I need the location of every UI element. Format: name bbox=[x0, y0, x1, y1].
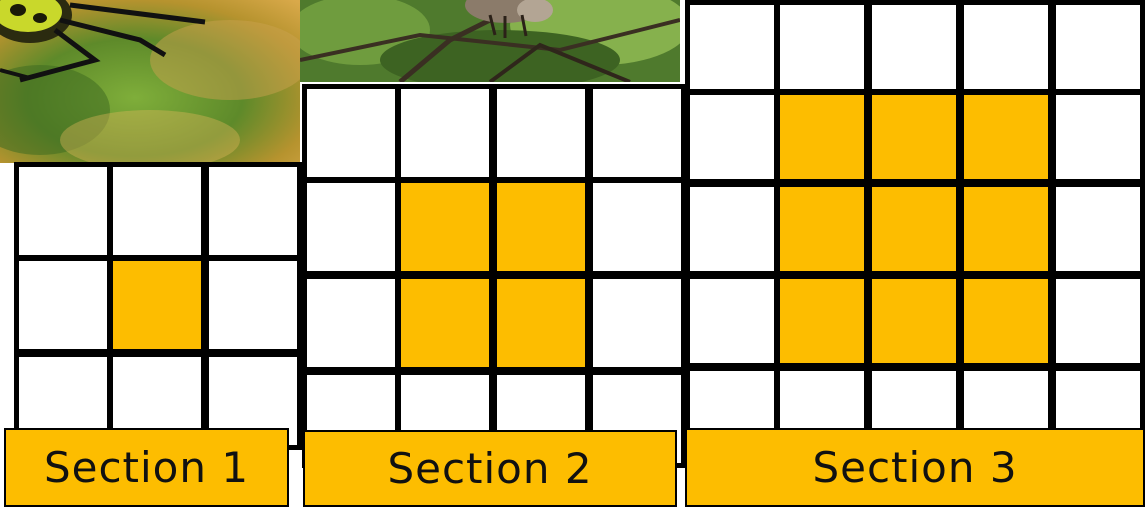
filled-square bbox=[867, 274, 961, 368]
squirrel-photo-art bbox=[300, 0, 680, 82]
filled-square bbox=[775, 182, 869, 276]
filled-square bbox=[108, 256, 206, 354]
empty-square bbox=[867, 0, 961, 94]
section-3-label: Section 3 bbox=[685, 428, 1145, 507]
empty-square bbox=[588, 274, 686, 372]
filled-square bbox=[492, 274, 590, 372]
empty-square bbox=[959, 0, 1053, 94]
empty-square bbox=[685, 182, 779, 276]
empty-square bbox=[204, 256, 302, 354]
empty-square bbox=[1051, 90, 1145, 184]
empty-square bbox=[685, 274, 779, 368]
filled-square bbox=[959, 182, 1053, 276]
empty-square bbox=[108, 162, 206, 260]
filled-square bbox=[959, 90, 1053, 184]
empty-square bbox=[1051, 274, 1145, 368]
empty-square bbox=[492, 84, 590, 182]
filled-square bbox=[959, 274, 1053, 368]
squirrel-photo bbox=[300, 0, 680, 82]
filled-square bbox=[396, 178, 494, 276]
section-3-grid bbox=[685, 0, 1145, 460]
empty-square bbox=[588, 178, 686, 276]
section-1-label: Section 1 bbox=[4, 428, 289, 507]
empty-square bbox=[775, 0, 869, 94]
section-2-grid bbox=[302, 84, 686, 468]
empty-square bbox=[302, 178, 400, 276]
filled-square bbox=[867, 90, 961, 184]
filled-square bbox=[775, 274, 869, 368]
empty-square bbox=[302, 84, 400, 182]
filled-square bbox=[492, 178, 590, 276]
empty-square bbox=[1051, 182, 1145, 276]
empty-square bbox=[302, 274, 400, 372]
empty-square bbox=[204, 162, 302, 260]
filled-square bbox=[867, 182, 961, 276]
section-2-label: Section 2 bbox=[303, 430, 677, 507]
empty-square bbox=[396, 84, 494, 182]
empty-square bbox=[685, 90, 779, 184]
section-1-grid bbox=[14, 162, 302, 450]
spider-photo bbox=[0, 0, 300, 163]
filled-square bbox=[775, 90, 869, 184]
empty-square bbox=[1051, 0, 1145, 94]
spider-photo-art bbox=[0, 0, 300, 163]
empty-square bbox=[685, 0, 779, 94]
empty-square bbox=[14, 162, 112, 260]
filled-square bbox=[396, 274, 494, 372]
empty-square bbox=[14, 256, 112, 354]
empty-square bbox=[588, 84, 686, 182]
